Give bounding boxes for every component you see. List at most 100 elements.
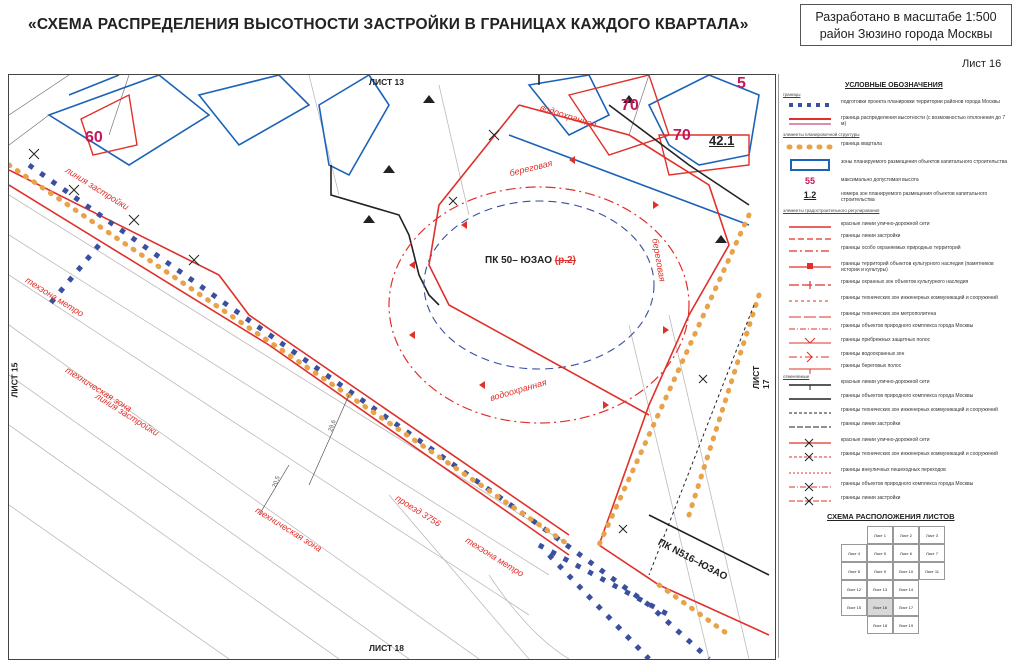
legend-item-pedestrian: границы внеуличных пешеходных переходов xyxy=(779,466,1015,480)
sheet-cell-4[interactable]: Лист 4 xyxy=(841,544,867,562)
sheet-cell-8[interactable]: Лист 8 xyxy=(841,562,867,580)
legend-text: границы технических зон метрополитена xyxy=(841,311,937,317)
red-tick-icon xyxy=(789,368,831,374)
sheet-number: Лист 16 xyxy=(962,58,1002,70)
sheet-ref-left[interactable]: ЛИСТ 15 xyxy=(9,362,20,398)
map-canvas[interactable]: ЛИСТ 13 ЛИСТ 18 ЛИСТ 15 ЛИСТ 17 60 70 70… xyxy=(8,74,776,660)
legend-item-building-line: границы линии застройки xyxy=(779,232,1015,246)
black-line-icon xyxy=(789,398,831,400)
legend-text: максимально допустимая высота xyxy=(841,177,919,183)
zone-number-label: 42.1 xyxy=(709,133,735,148)
cross-line-icon xyxy=(789,438,831,448)
legend-item-nature: границы объектов природного комплекса го… xyxy=(779,322,1015,336)
cross-dash-icon xyxy=(789,452,831,462)
sheet-cell-6[interactable]: Лист 6 xyxy=(893,544,919,562)
red-chevron-icon xyxy=(789,351,831,363)
legend-item-x-tech: границы технических зон инженерных комму… xyxy=(779,450,1015,464)
legend-item-zones: зоны планируемого размещения объектов ка… xyxy=(779,158,1015,172)
legend-item-red-lines: красные линии улично-дорожной сети xyxy=(779,220,1015,234)
legend-text: границы прибрежных защитных полос xyxy=(841,337,931,343)
legend-text: границы береговых полос xyxy=(841,363,902,369)
legend-text: границы объектов природного комплекса го… xyxy=(841,481,974,487)
legend-item-heritage: границы территорий объектов культурного … xyxy=(779,260,1015,274)
sheet-cell-3[interactable]: Лист 3 xyxy=(919,526,945,544)
black-tick-icon xyxy=(789,384,831,390)
height-label-70a: 70 xyxy=(621,97,639,114)
max-height-symbol: 55 xyxy=(804,176,815,186)
legend-text: границы линии застройки xyxy=(841,233,901,239)
legend-text: границы объектов природного комплекса го… xyxy=(841,393,974,399)
sheet-scheme-grid: Лист 1 Лист 2 Лист 3 Лист 4 Лист 5 Лист … xyxy=(841,526,949,650)
legend-item-x-nature: границы объектов природного комплекса го… xyxy=(779,480,1015,494)
legend-text: границы линии застройки xyxy=(841,421,901,427)
legend-item-max-height: 55 максимально допустимая высота xyxy=(779,176,1015,190)
legend-group-structure: элементы планировочной структуры xyxy=(783,132,860,137)
sheet-cell-19[interactable]: Лист 19 xyxy=(893,616,919,634)
legend-text: красные линии улично-дорожной сети xyxy=(841,379,930,385)
legend-item-metro-zone: границы технических зон метрополитена xyxy=(779,310,1015,324)
legend-group-regulation: элементы градостроительного регулировани… xyxy=(783,208,880,213)
red-dash-icon xyxy=(789,316,831,318)
sheet-ref-top[interactable]: ЛИСТ 13 xyxy=(369,77,405,87)
map-drawing xyxy=(9,75,770,659)
sheet-cell-12[interactable]: Лист 12 xyxy=(841,580,867,598)
sheet-ref-right[interactable]: ЛИСТ 17 xyxy=(751,365,771,389)
sheet-ref-bottom[interactable]: ЛИСТ 18 xyxy=(369,643,405,653)
legend-text: границы охранных зон объектов культурног… xyxy=(841,279,969,285)
red-dash-icon xyxy=(789,300,831,302)
black-dash-icon xyxy=(789,426,831,428)
pk-main-text: ПК 50– ЮЗАО xyxy=(485,255,552,266)
red-chevron-icon xyxy=(789,337,831,344)
legend-panel: УСЛОВНЫЕ ОБОЗНАЧЕНИЯ границы подготовки … xyxy=(778,74,1015,658)
pk-main-label[interactable]: ПК 50– ЮЗАО (р.2) xyxy=(485,255,576,266)
red-line-icon xyxy=(789,226,831,228)
legend-item-tech-zone: границы технических зон инженерных комму… xyxy=(779,294,1015,308)
sheet-cell-7[interactable]: Лист 7 xyxy=(919,544,945,562)
scale-line: Разработано в масштабе 1:500 xyxy=(815,10,997,24)
legend-item-quarter: граница квартала xyxy=(779,140,1015,154)
sheet-cell-2[interactable]: Лист 2 xyxy=(893,526,919,544)
legend-text: граница квартала xyxy=(841,141,882,147)
legend-text: границы технических зон инженерных комму… xyxy=(841,407,998,413)
pedestrian-crossing-icon xyxy=(789,472,831,474)
cross-dash-icon xyxy=(789,496,831,506)
legend-text: подготовки проекта планировки территории… xyxy=(841,99,1000,105)
legend-item-zone-number: 1.2 номера зон планируемого размещения о… xyxy=(779,190,1015,204)
sheet-cell-15[interactable]: Лист 15 xyxy=(841,598,867,616)
legend-text: красные линии улично-дорожной сети xyxy=(841,437,930,443)
legend-item-cancel-nature: границы объектов природного комплекса го… xyxy=(779,392,1015,406)
sheet-cell-13[interactable]: Лист 13 xyxy=(867,580,893,598)
legend-item-protected: границы особо охраняемых природных терри… xyxy=(779,244,1015,258)
sheet-cell-5[interactable]: Лист 5 xyxy=(867,544,893,562)
sheet-cell-10[interactable]: Лист 10 xyxy=(893,562,919,580)
zone-number-symbol: 1.2 xyxy=(803,190,817,200)
legend-text: граница распределения высотности (с возм… xyxy=(841,115,1006,127)
red-dashdot-icon xyxy=(789,250,831,252)
legend-item-x-building: границы линии застройки xyxy=(779,494,1015,508)
sheet-cell-17[interactable]: Лист 17 xyxy=(893,598,919,616)
legend-text: границы водоохранных зон xyxy=(841,351,905,357)
red-line-icon xyxy=(789,118,831,125)
height-label-70b: 70 xyxy=(673,127,691,144)
black-dash-icon xyxy=(789,412,831,414)
legend-title: УСЛОВНЫЕ ОБОЗНАЧЕНИЯ xyxy=(845,82,943,89)
sheet-cell-1[interactable]: Лист 1 xyxy=(867,526,893,544)
sheet-cell-18[interactable]: Лист 18 xyxy=(867,616,893,634)
scale-box: Разработано в масштабе 1:500 район Зюзин… xyxy=(800,4,1012,46)
legend-item-project-border: подготовки проекта планировки территории… xyxy=(779,98,1015,112)
legend-item-shore-line: границы береговых полос xyxy=(779,362,1015,376)
sheet-cell-9[interactable]: Лист 9 xyxy=(867,562,893,580)
legend-item-height-border: граница распределения высотности (с возм… xyxy=(779,114,1015,128)
pk-main-suffix: (р.2) xyxy=(554,255,576,266)
sheet-cell-11[interactable]: Лист 11 xyxy=(919,562,945,580)
red-marker-icon xyxy=(789,263,831,269)
sheet-cell-16-current[interactable]: Лист 16 xyxy=(867,598,893,616)
legend-item-cancel-building: границы линии застройки xyxy=(779,420,1015,434)
height-label-60: 60 xyxy=(85,129,103,146)
legend-item-cancel-tech: границы технических зон инженерных комму… xyxy=(779,406,1015,420)
legend-item-cancel-red: красные линии улично-дорожной сети xyxy=(779,378,1015,392)
sheet-cell-14[interactable]: Лист 14 xyxy=(893,580,919,598)
legend-group-cancelled: отменяемые xyxy=(783,374,810,379)
legend-text: границы технических зон инженерных комму… xyxy=(841,451,998,457)
legend-text: границы территорий объектов культурного … xyxy=(841,261,994,273)
